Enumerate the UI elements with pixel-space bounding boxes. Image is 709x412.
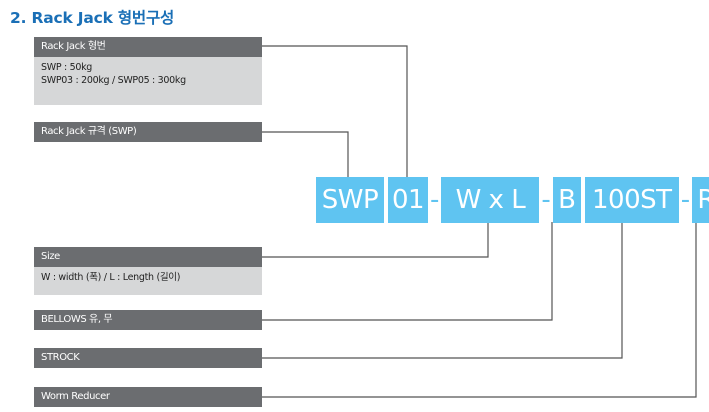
worm-header: Worm Reducer xyxy=(34,387,262,407)
code-seg-r: R xyxy=(692,177,709,223)
code-sep-3: - xyxy=(680,185,691,215)
code-seg-b: B xyxy=(552,177,581,223)
model-body: SWP : 50kg SWP03 : 200kg / SWP05 : 300kg xyxy=(34,57,262,105)
spec-header: Rack Jack 규격 (SWP) xyxy=(34,122,262,142)
size-body: W : width (폭) / L : Length (길이) xyxy=(34,267,262,295)
code-seg-01: 01 xyxy=(388,177,428,223)
strock-header: STROCK xyxy=(34,348,262,368)
model-line-1: SWP : 50kg xyxy=(41,62,93,73)
model-code: SWP 01 - W x L - B 100ST - R xyxy=(316,177,709,223)
code-sep-2: - xyxy=(541,185,551,215)
code-seg-wxl: W x L xyxy=(441,177,540,223)
page-title: 2. Rack Jack 형번구성 xyxy=(10,9,175,27)
bellows-header: BELLOWS 유, 무 xyxy=(34,310,262,330)
bellows-box: BELLOWS 유, 무 xyxy=(34,310,262,330)
model-header: Rack Jack 형번 xyxy=(34,37,262,57)
code-seg-100st: 100ST xyxy=(584,177,679,223)
model-line-2: SWP03 : 200kg / SWP05 : 300kg xyxy=(41,75,186,86)
connector-strock xyxy=(262,222,623,359)
size-box: Size W : width (폭) / L : Length (길이) xyxy=(34,247,262,295)
connector-size xyxy=(262,222,489,258)
connector-model xyxy=(262,45,408,179)
size-header: Size xyxy=(34,247,262,267)
connector-worm xyxy=(262,222,697,398)
size-line-1: W : width (폭) / L : Length (길이) xyxy=(41,272,181,283)
strock-box: STROCK xyxy=(34,348,262,368)
model-box: Rack Jack 형번 SWP : 50kg SWP03 : 200kg / … xyxy=(34,37,262,105)
code-seg-swp: SWP xyxy=(316,177,384,223)
spec-box: Rack Jack 규격 (SWP) xyxy=(34,122,262,142)
connector-bellows xyxy=(262,222,553,321)
connector-spec xyxy=(262,131,349,179)
code-sep-1: - xyxy=(430,185,440,215)
worm-box: Worm Reducer xyxy=(34,387,262,407)
